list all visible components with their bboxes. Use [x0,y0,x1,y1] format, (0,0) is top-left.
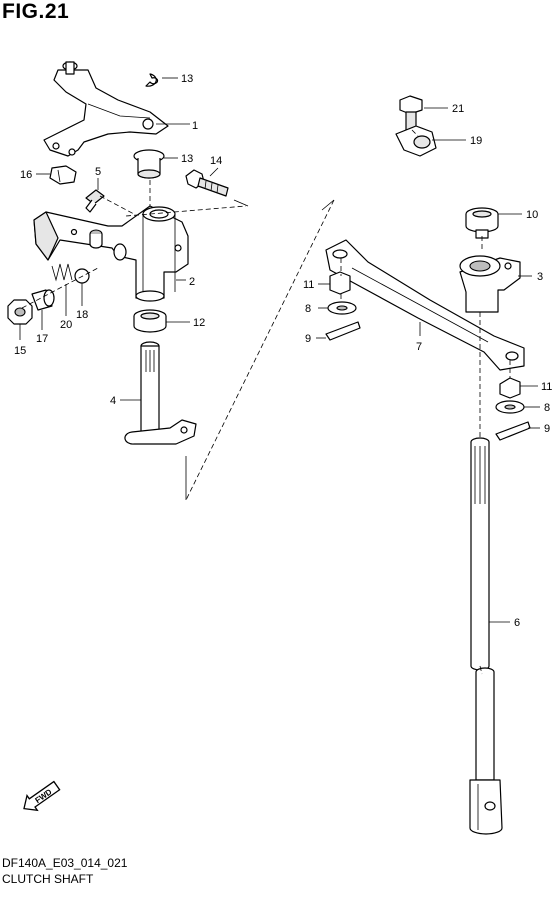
break-mark-top [233,199,249,207]
part-8-washer-right [495,400,525,414]
figure-name: CLUTCH SHAFT [2,872,94,886]
part-1-lever [43,61,169,157]
figure-code: DF140A_E03_014_021 [2,856,128,870]
axis-line-right-6 [479,665,483,675]
part-14-bolt [185,169,229,197]
part-19-clamp [395,125,437,157]
part-15-plug [7,299,33,325]
part-13-bushing [133,149,165,179]
part-4-shaft [124,341,197,445]
callout-8-left: 8 [305,303,311,315]
callout-12: 12 [193,317,205,329]
axis-line-left-2 [21,267,99,309]
break-mark-right [321,199,335,211]
callout-15: 15 [14,345,26,357]
part-10-cap [465,207,499,239]
part-9-pin-right [495,421,531,441]
callout-2: 2 [189,276,195,288]
part-13-e-ring [145,73,159,87]
axis-line-left-1 [125,205,247,217]
axis-line-left-3 [99,195,135,215]
callout-5: 5 [95,166,101,178]
callout-9-left: 9 [305,333,311,345]
part-11-nut-left [329,271,351,295]
fwd-arrow-icon: FWD [23,780,61,812]
part-8-washer-left [327,301,357,315]
callout-4: 4 [110,395,116,407]
part-9-pin-left [325,321,361,341]
callouts: 13 1 13 14 5 16 2 12 4 15 17 20 18 21 19… [14,73,552,629]
callout-11-left: 11 [303,279,314,291]
callout-10: 10 [526,209,538,221]
part-2-bracket [33,205,189,302]
callout-13-top: 13 [181,73,193,85]
part-7-link-rod [325,239,525,371]
connector-diagonal [185,199,335,501]
callout-14: 14 [210,155,222,167]
callout-20: 20 [60,319,72,331]
part-6-shaft [469,437,503,835]
callout-8-right: 8 [544,402,550,414]
part-5-grease-nipple [85,189,105,213]
callout-17: 17 [36,333,48,345]
callout-21: 21 [452,103,464,115]
part-3-arm [459,255,521,313]
part-16-clip [49,165,77,185]
part-11-nut-right [499,377,521,399]
callout-1: 1 [192,120,198,132]
callout-11-right: 11 [541,381,552,393]
callout-7: 7 [416,341,422,353]
part-20-spring [51,263,73,282]
callout-18: 18 [76,309,88,321]
axis-line-right-5 [411,129,419,137]
callout-3: 3 [537,271,543,283]
callout-13-second: 13 [181,153,193,165]
figure-title: FIG.21 [2,0,70,23]
callout-6: 6 [514,617,520,629]
callout-16: 16 [20,169,32,181]
callout-9-right: 9 [544,423,550,435]
callout-19: 19 [470,135,482,147]
leader-lines [19,77,540,623]
part-12-bushing [133,309,167,333]
part-21-bolt [399,95,423,131]
